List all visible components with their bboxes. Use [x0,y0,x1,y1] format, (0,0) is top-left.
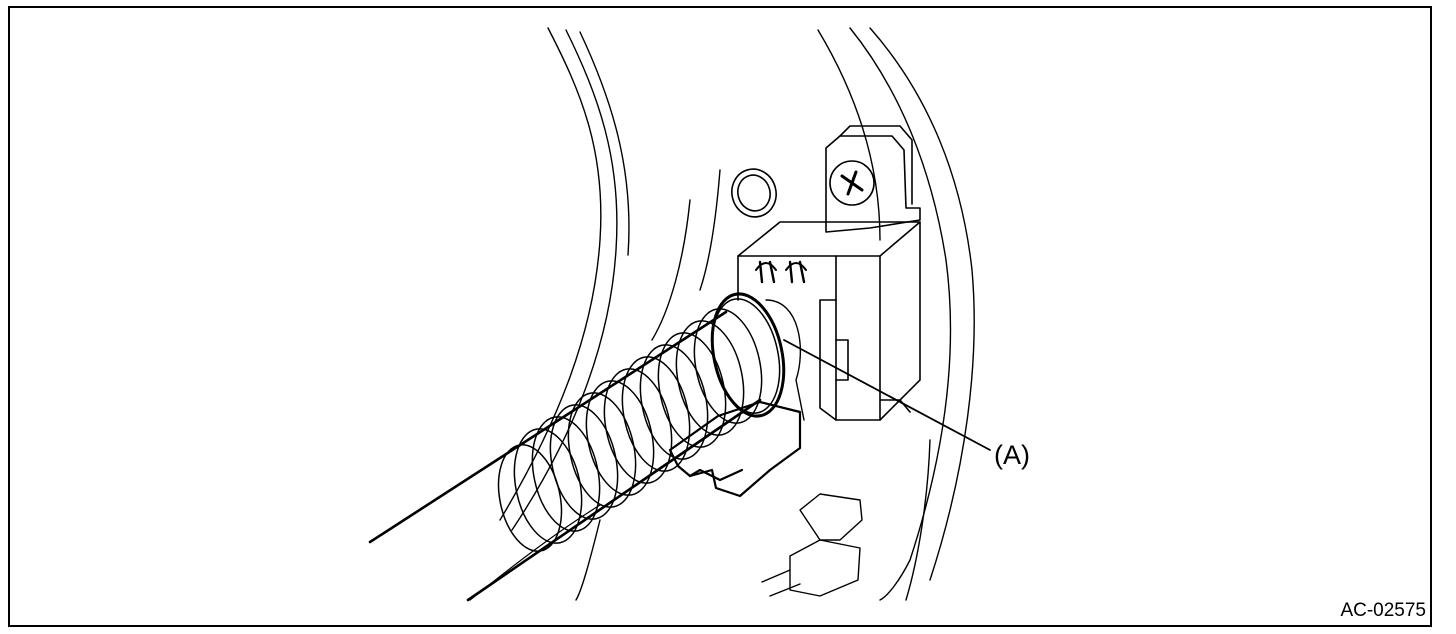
callout-label-a: (A) [994,440,1030,470]
connector-housing [737,221,921,421]
mounting-bracket [825,125,921,233]
body-side-panel [817,27,975,601]
door-trim-panel [499,27,721,601]
figure-code: AC-02575 [1340,600,1426,621]
callout-leader-line [783,339,991,451]
grommet-ring [731,168,777,218]
lower-bracket [761,493,863,597]
corrugated-tube [368,292,805,602]
